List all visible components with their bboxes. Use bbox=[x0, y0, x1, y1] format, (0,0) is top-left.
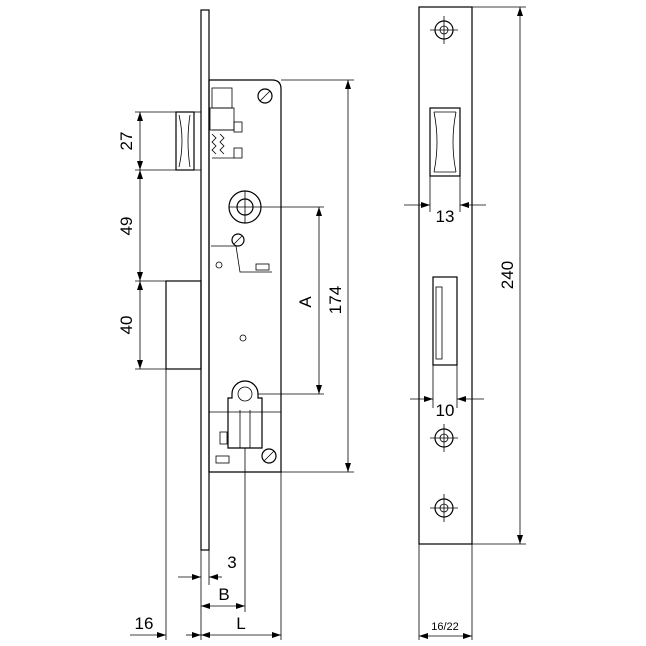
arrow bbox=[137, 272, 143, 281]
arrow bbox=[345, 80, 351, 89]
front-latch-opening bbox=[429, 107, 461, 177]
arrow bbox=[424, 396, 433, 402]
dim-27-label: 27 bbox=[117, 132, 136, 151]
latch-spring-2 bbox=[219, 133, 225, 155]
bottom-screw-slot bbox=[263, 450, 275, 462]
lever bbox=[211, 245, 272, 273]
lever-slot bbox=[255, 263, 270, 271]
front-deadbolt-inner bbox=[435, 286, 443, 360]
latch-bolt bbox=[175, 111, 195, 171]
lock-body bbox=[208, 79, 282, 473]
bottom-dimensions: 3 B 16 L bbox=[130, 369, 281, 640]
latch-tab-top bbox=[233, 121, 243, 133]
front-mid-screw-icon bbox=[430, 424, 458, 452]
top-screw-slot bbox=[259, 90, 271, 102]
dim-49-label: 49 bbox=[117, 217, 136, 236]
arrow bbox=[463, 633, 472, 639]
arrow bbox=[192, 632, 201, 638]
arrow bbox=[201, 603, 210, 609]
arrow bbox=[137, 112, 143, 121]
arrow bbox=[457, 396, 466, 402]
arrow bbox=[209, 574, 218, 580]
rivet-2 bbox=[239, 334, 247, 342]
top-screw-icon bbox=[257, 88, 273, 104]
dim-A-label: A bbox=[296, 296, 315, 308]
rivet-1 bbox=[215, 261, 223, 269]
left-dimensions: 27 49 40 bbox=[117, 111, 176, 370]
arrow bbox=[192, 574, 201, 580]
front-view: 13 10 16/22 bbox=[404, 6, 526, 640]
arrow bbox=[137, 360, 143, 369]
latch-bolt-curve-2 bbox=[187, 114, 191, 168]
dim-16-label: 16 bbox=[135, 614, 154, 633]
faceplate-strip bbox=[200, 9, 210, 551]
bottom-tab bbox=[219, 431, 228, 445]
dim-B-label: B bbox=[218, 585, 229, 604]
dim-10-label: 10 bbox=[436, 401, 455, 420]
mid-screw-icon bbox=[231, 233, 245, 247]
arrow bbox=[201, 632, 210, 638]
arrow bbox=[137, 170, 143, 179]
cylinder-core bbox=[237, 386, 253, 402]
arrow bbox=[419, 633, 428, 639]
front-faceplate bbox=[418, 6, 473, 545]
dim-174-label: 174 bbox=[326, 286, 345, 314]
front-deadbolt-opening bbox=[432, 276, 458, 366]
arrow bbox=[421, 202, 430, 208]
dim-1622-label: 16/22 bbox=[431, 621, 459, 633]
arrow bbox=[517, 7, 523, 16]
front-latch-curve bbox=[433, 111, 438, 173]
latch-bolt-curve bbox=[178, 114, 183, 168]
latch-tab-bottom bbox=[233, 147, 243, 159]
front-latch-curve-2 bbox=[452, 111, 457, 173]
dim-3-label: 3 bbox=[227, 553, 236, 572]
arrow bbox=[517, 535, 523, 544]
mid-screw-slot bbox=[233, 235, 243, 245]
arrow bbox=[272, 632, 281, 638]
arrow bbox=[157, 632, 166, 638]
arrow bbox=[316, 207, 322, 216]
arrow bbox=[137, 161, 143, 170]
front-top-screw-icon bbox=[430, 16, 458, 44]
latch-bolt-neck bbox=[193, 111, 202, 171]
arrow bbox=[236, 603, 245, 609]
latch-block bbox=[211, 87, 233, 109]
latch-spring bbox=[211, 133, 217, 155]
deadbolt bbox=[165, 280, 202, 370]
dim-L-label: L bbox=[236, 614, 245, 633]
arrow bbox=[460, 202, 469, 208]
arrow bbox=[137, 281, 143, 290]
dim-240-label: 240 bbox=[498, 261, 517, 289]
arrow bbox=[345, 463, 351, 472]
dim-40-label: 40 bbox=[117, 316, 136, 335]
arrow bbox=[316, 385, 322, 394]
front-bottom-screw-icon bbox=[430, 494, 458, 522]
bottom-slot bbox=[215, 455, 230, 464]
dim-13-label: 13 bbox=[436, 207, 455, 226]
latch-housing bbox=[209, 107, 235, 131]
cylinder-hole bbox=[227, 380, 263, 449]
bottom-screw-icon bbox=[261, 448, 277, 464]
side-view-right-dimensions: A 174 bbox=[258, 79, 354, 473]
side-view bbox=[165, 9, 282, 640]
